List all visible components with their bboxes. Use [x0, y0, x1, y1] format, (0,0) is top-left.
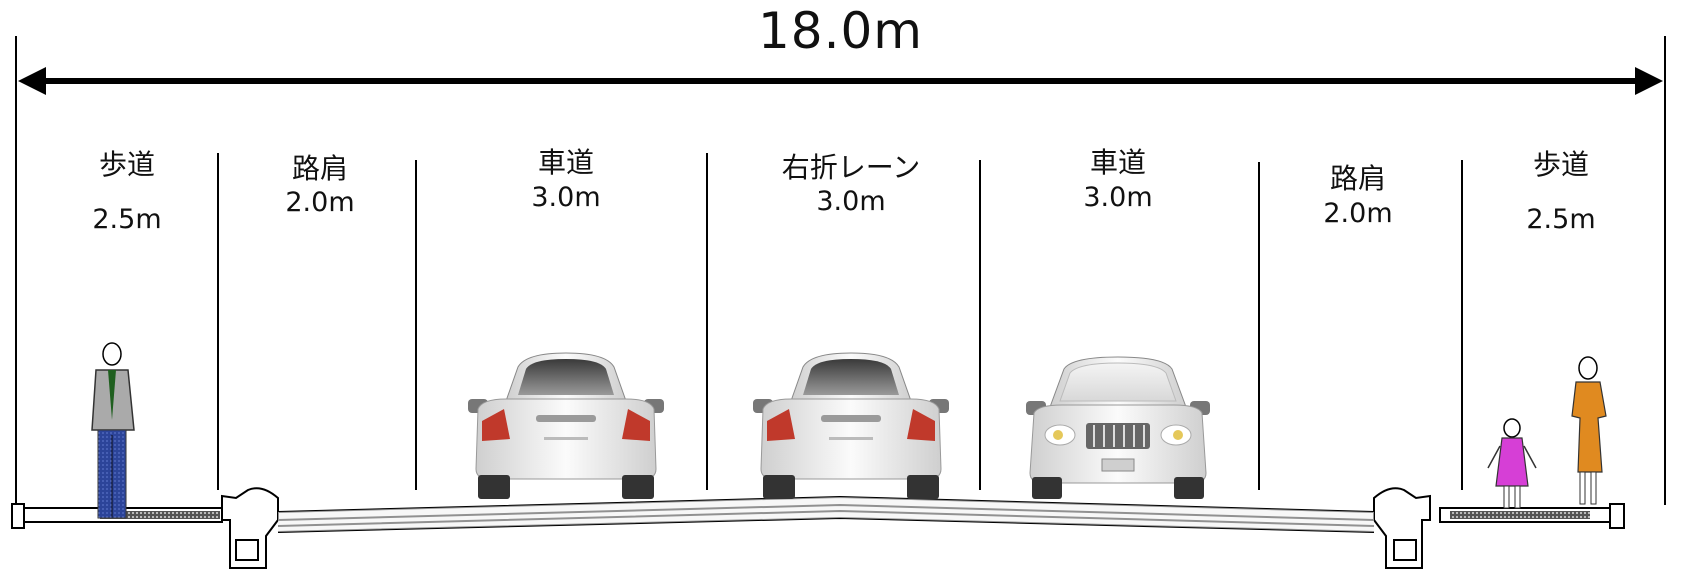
lane-width: 3.0m: [816, 186, 886, 217]
arrow-left-icon: [18, 67, 46, 95]
lane-width: 3.0m: [1083, 182, 1153, 213]
lane-name: 歩道: [1532, 148, 1589, 181]
lane-dividers: [217, 153, 1463, 490]
arrow-right-icon: [1635, 67, 1663, 95]
lane-name: 路肩: [1329, 162, 1386, 195]
lane-name: 歩道: [98, 148, 155, 181]
pedestrian-woman: [1571, 356, 1607, 505]
pedestrian-man: [91, 342, 135, 519]
car-rear-right-turn: [752, 352, 950, 500]
lane-width: 2.5m: [92, 204, 162, 235]
lane-name: 車道: [537, 146, 594, 179]
pedestrian-child: [1487, 418, 1537, 509]
pavement-fill: [278, 497, 1374, 532]
lane-name: 右折レーン: [781, 151, 921, 184]
lane-width: 2.0m: [1323, 198, 1393, 229]
lane-name: 車道: [1089, 146, 1146, 179]
lane-width: 2.5m: [1526, 204, 1596, 235]
lane-width: 3.0m: [531, 182, 601, 213]
car-front: [1026, 356, 1210, 499]
lane-name: 路肩: [291, 152, 348, 185]
total-width-label: 18.0m: [757, 2, 924, 60]
car-rear-left: [467, 352, 665, 500]
lane-width: 2.0m: [285, 187, 355, 218]
